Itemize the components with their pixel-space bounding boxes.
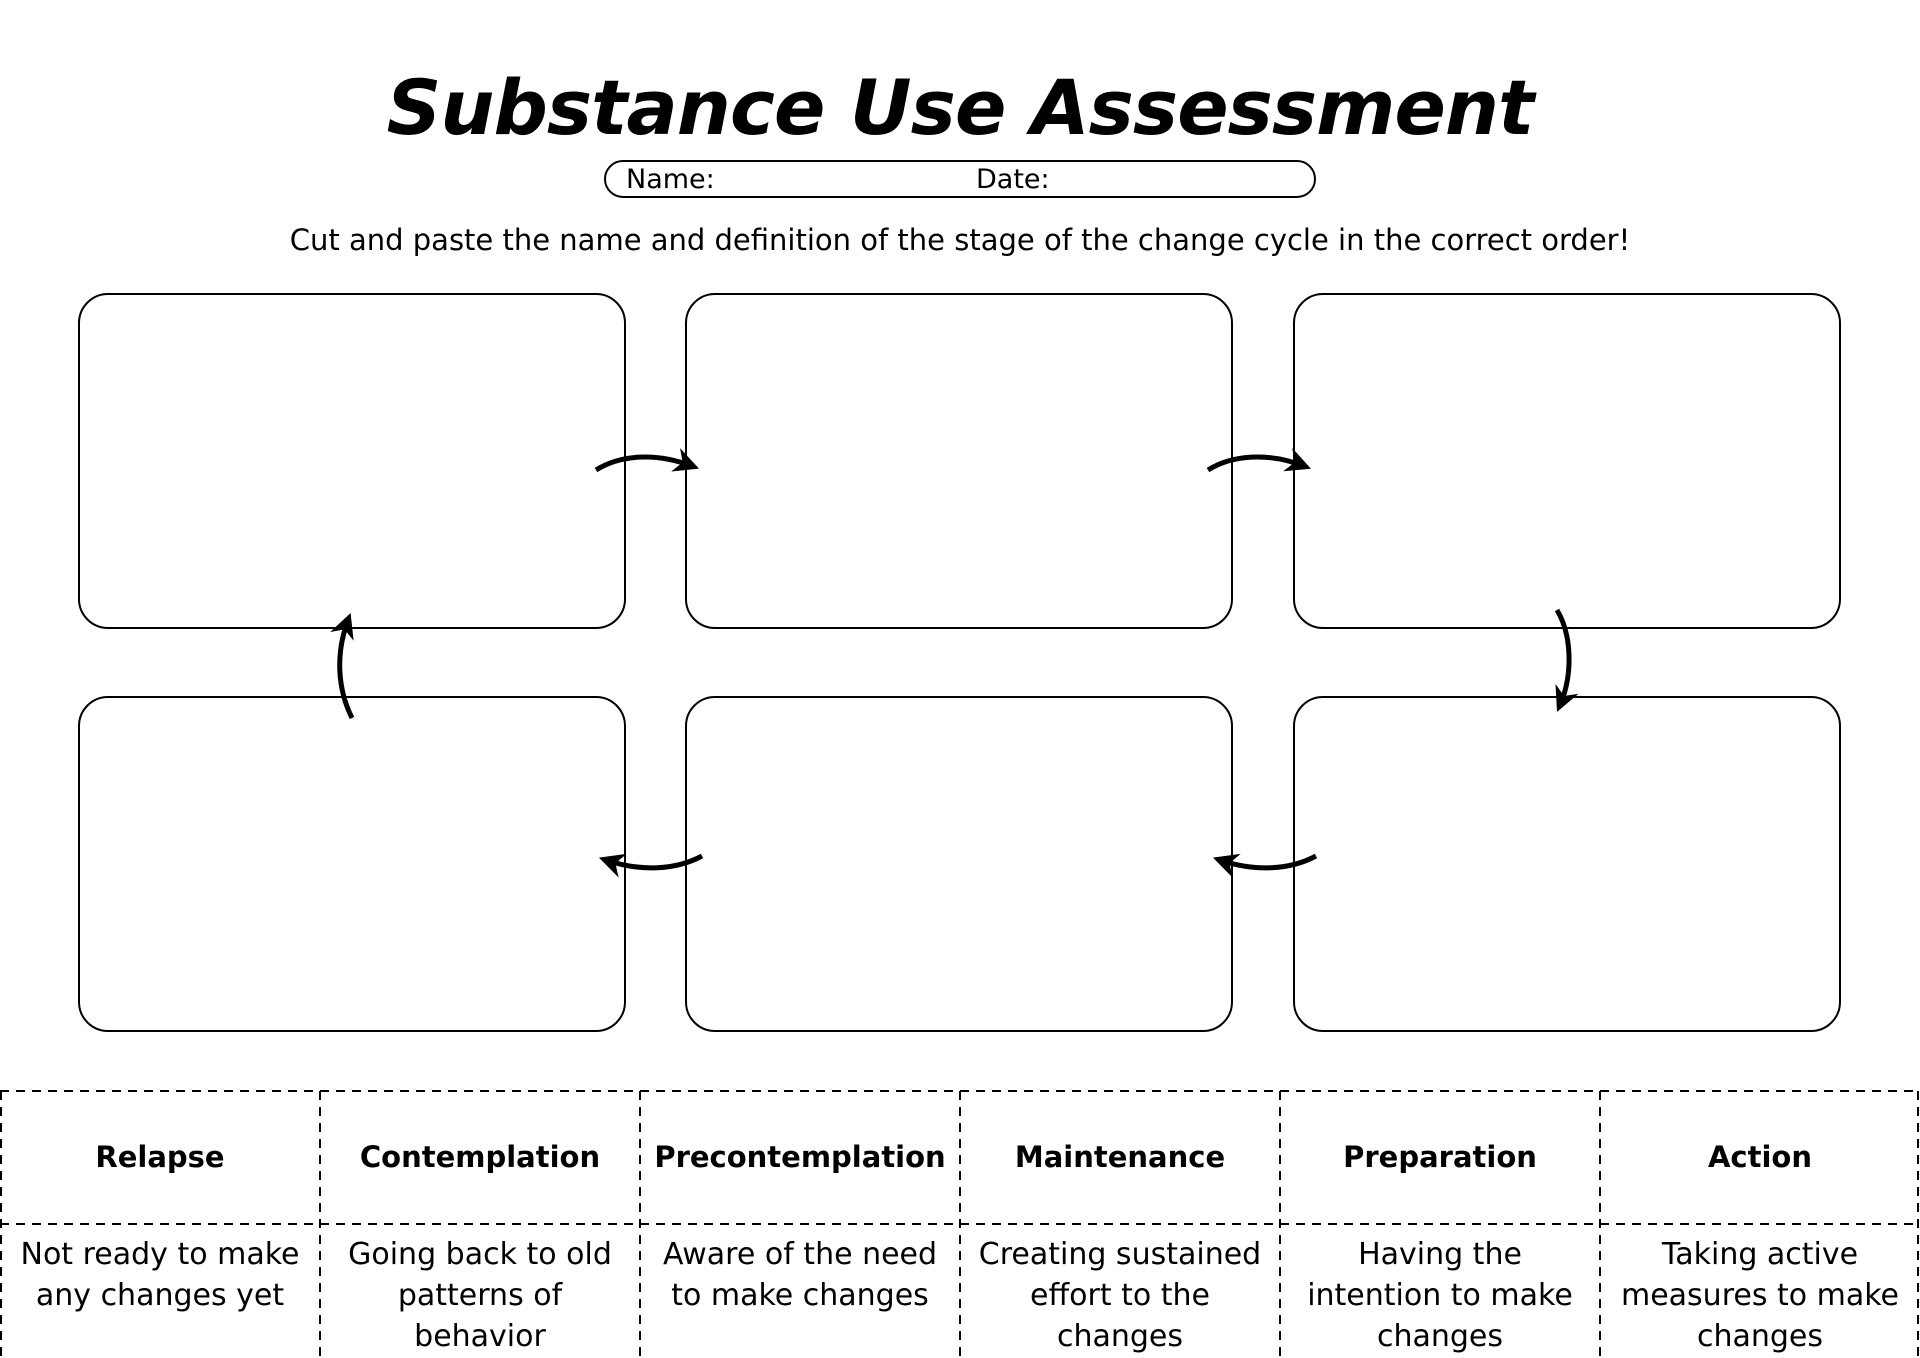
cutout-definition-2[interactable]: Going back to old patterns of behavior	[348, 1237, 612, 1354]
name-date-bar: Name: Date:	[604, 160, 1316, 198]
cutout-strip: Relapse Contemplation Precontemplation M…	[0, 1090, 1920, 1358]
name-label: Name:	[626, 164, 715, 195]
cutout-definition-1[interactable]: Not ready to make any changes yet	[20, 1237, 300, 1313]
cutout-definition-6[interactable]: Taking active measures to make changes	[1620, 1237, 1900, 1354]
cutout-name-precontemplation[interactable]: Precontemplation	[654, 1140, 946, 1174]
stage-box-2[interactable]	[685, 293, 1233, 629]
cutout-definition-3[interactable]: Aware of the need to make changes	[662, 1237, 938, 1313]
cutout-name-maintenance[interactable]: Maintenance	[1014, 1140, 1226, 1174]
stage-box-3[interactable]	[1293, 293, 1841, 629]
worksheet-title: Substance Use Assessment	[386, 63, 1535, 152]
date-label: Date:	[976, 164, 1050, 195]
stage-name-row: Relapse Contemplation Precontemplation M…	[0, 1090, 1920, 1224]
cutout-name-action[interactable]: Action	[1707, 1140, 1812, 1174]
stage-box-4[interactable]	[1293, 696, 1841, 1032]
cutout-name-preparation[interactable]: Preparation	[1343, 1140, 1537, 1174]
cutout-definition-5[interactable]: Having the intention to make changes	[1307, 1237, 1573, 1354]
stage-box-6[interactable]	[78, 696, 626, 1032]
stage-box-5[interactable]	[685, 696, 1233, 1032]
instructions-text: Cut and paste the name and definition of…	[289, 223, 1631, 257]
cutout-name-contemplation[interactable]: Contemplation	[359, 1140, 601, 1174]
cutout-name-relapse[interactable]: Relapse	[95, 1140, 225, 1174]
cutout-definition-4[interactable]: Creating sustained effort to the changes	[978, 1237, 1262, 1354]
stage-box-1[interactable]	[78, 293, 626, 629]
stage-definition-row: Not ready to make any changes yet Going …	[0, 1224, 1920, 1358]
